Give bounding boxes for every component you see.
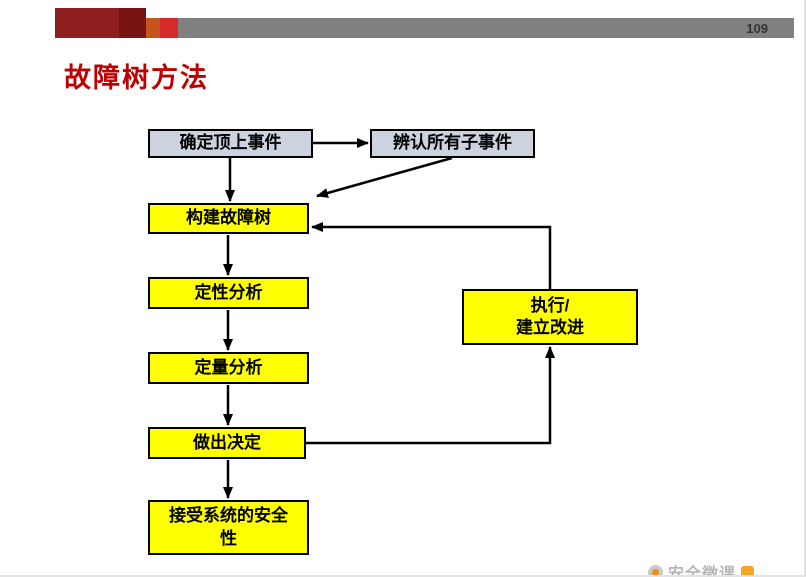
decorative-square-orange xyxy=(146,18,160,38)
watermark-accent-icon xyxy=(741,565,755,575)
watermark-logo-icon xyxy=(648,564,663,575)
node-determine-top-event: 确定顶上事件 xyxy=(148,129,313,158)
decorative-square-red xyxy=(160,18,178,38)
node-accept-system-safety: 接受系统的安全 性 xyxy=(148,500,309,555)
watermark-text: 安全微课 xyxy=(668,566,737,577)
node-implement-improvement: 执行/ 建立改进 xyxy=(462,289,638,345)
page-title: 故障树方法 xyxy=(64,63,209,93)
node-qualitative-analysis: 定性分析 xyxy=(148,277,309,309)
node-build-fault-tree: 构建故障树 xyxy=(148,203,309,234)
node-quantitative-analysis: 定量分析 xyxy=(148,352,309,384)
node-make-decision: 做出决定 xyxy=(148,427,306,459)
decorative-square-dark-red xyxy=(119,8,146,38)
node-identify-sub-events: 辨认所有子事件 xyxy=(370,129,535,158)
watermark: 安全微课 xyxy=(648,560,755,577)
header-bar: 109 xyxy=(55,18,794,38)
page-number: 109 xyxy=(746,20,768,36)
decorative-maroon-bar xyxy=(55,8,119,38)
